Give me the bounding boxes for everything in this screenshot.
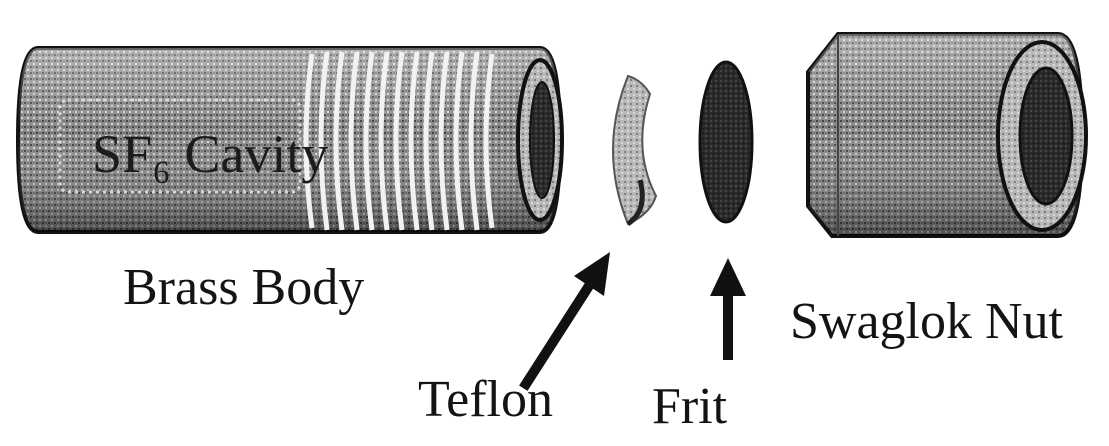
- frit-arrow: [710, 258, 746, 360]
- frit-disk-part: [700, 62, 752, 222]
- teflon-arrow: [526, 252, 610, 384]
- swaglok-nut-label: Swaglok Nut: [790, 296, 1063, 348]
- teflon-label: Teflon: [418, 374, 553, 426]
- frit-label: Frit: [652, 381, 727, 433]
- body-engraving: SF₆ Cavity: [92, 124, 328, 184]
- teflon-washer-part: [613, 76, 656, 224]
- swaglok-nut-part: [808, 34, 1086, 236]
- brass-body-label: Brass Body: [123, 262, 364, 314]
- brass-body-part: SF₆ Cavity: [18, 48, 562, 232]
